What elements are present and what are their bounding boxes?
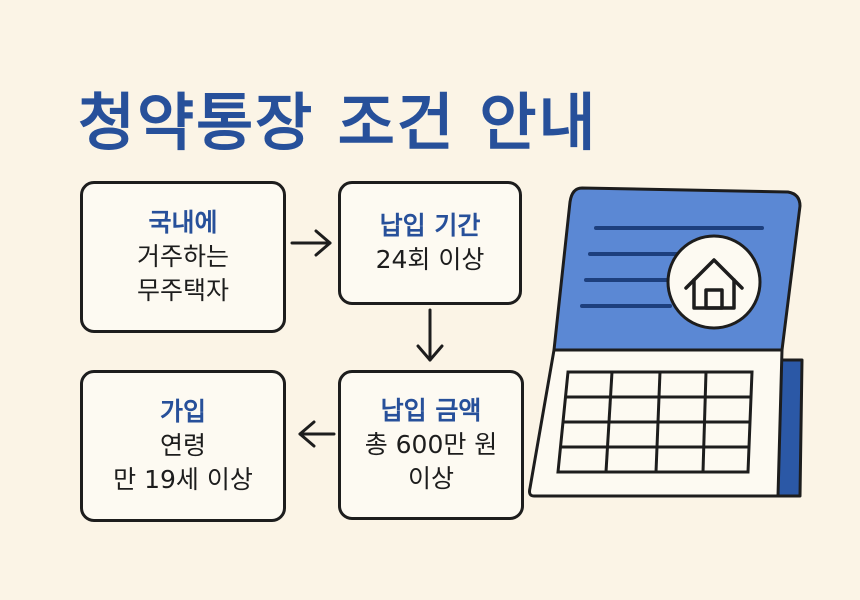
condition-heading: 국내에 — [148, 208, 218, 238]
condition-text: 이상 — [407, 463, 454, 493]
house-icon — [666, 234, 762, 330]
arrow-down-icon — [416, 308, 444, 362]
condition-heading: 납입 기간 — [379, 211, 481, 241]
condition-text: 만 19세 이상 — [113, 464, 253, 494]
condition-box-payment-amount: 납입 금액 총 600만 원 이상 — [338, 370, 524, 520]
condition-text: 무주택자 — [136, 275, 229, 305]
calendar-icon — [528, 186, 804, 498]
condition-heading: 가입 — [159, 397, 206, 427]
page-title: 청약통장 조건 안내 — [78, 86, 598, 159]
condition-box-residence: 국내에 거주하는 무주택자 — [80, 181, 286, 333]
condition-heading: 납입 금액 — [380, 396, 482, 426]
condition-text: 거주하는 — [136, 242, 229, 272]
condition-text: 24회 이상 — [375, 245, 485, 274]
condition-text: 연령 — [159, 431, 206, 461]
arrow-right-icon — [290, 229, 332, 257]
condition-box-age: 가입 연령 만 19세 이상 — [80, 370, 286, 522]
condition-box-payment-period: 납입 기간 24회 이상 — [338, 181, 522, 305]
condition-text: 총 600만 원 — [364, 430, 498, 460]
arrow-left-icon — [298, 420, 336, 448]
